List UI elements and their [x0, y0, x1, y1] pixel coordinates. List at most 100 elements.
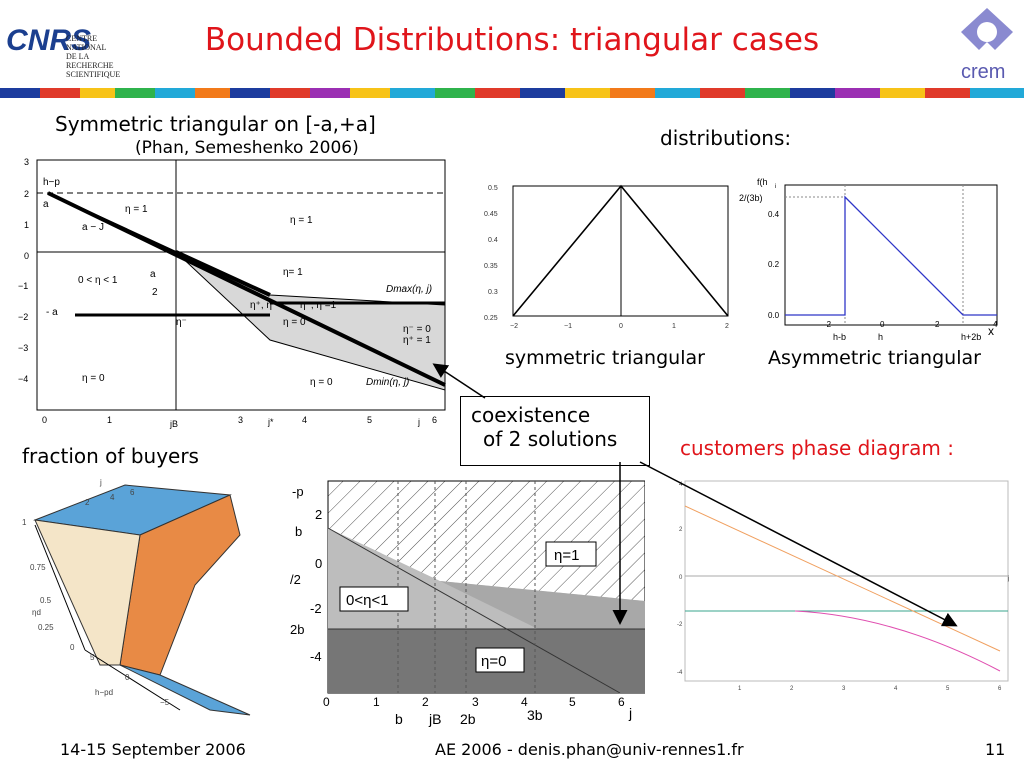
x-tick: 4 [302, 415, 307, 425]
x-tick: 5 [946, 686, 950, 692]
x-tick: 5 [90, 653, 95, 662]
x-tick: 4 [521, 695, 528, 709]
symmetric-citation: (Phan, Semeshenko 2006) [135, 138, 359, 158]
y-tick: 0.35 [484, 263, 498, 270]
right-phase-plot: 4 2 0 -2 -4 1 2 3 4 5 6 j [677, 480, 1009, 692]
y-tick: 2 [24, 189, 29, 199]
y-tick: -4 [310, 649, 322, 664]
asym-y-peak: 2/(3b) [739, 193, 763, 203]
y-tick: 0 [679, 575, 683, 581]
footer-date: 14-15 September 2006 [60, 740, 246, 759]
label: a [150, 269, 156, 280]
y-tick: 0.2 [768, 260, 780, 269]
x-tick: jB [169, 419, 178, 429]
x-tick: 6 [432, 415, 437, 425]
x-tick: 1 [738, 686, 742, 692]
symmetric-plot: 0.5 0.45 0.4 0.35 0.3 0.25 −2 −1 0 1 2 [484, 184, 729, 330]
symmetric-heading: Symmetric triangular on [-a,+a] [55, 112, 376, 136]
coexistence-line: coexistence [471, 403, 591, 427]
y-tick: 2 [679, 527, 683, 533]
x-mark: h+2b [961, 332, 981, 342]
x-tick: 6 [618, 695, 625, 709]
crem-wordmark: crem [961, 61, 1005, 83]
label: 0 < η < 1 [78, 275, 118, 286]
z-axis-label: ηd [32, 608, 41, 617]
cnrs-logo: CNRS CENTRE NATIONAL DE LA RECHERCHE SCI… [6, 14, 136, 79]
symmetric-label: symmetric triangular [505, 347, 705, 369]
x-tick: 5 [367, 415, 372, 425]
region-label: 0<η<1 [346, 592, 389, 609]
x-mark: jB [428, 711, 441, 727]
left-y-ticks: 3 2 1 0 −1 −2 −3 −4 [18, 157, 29, 384]
label: h−p [43, 177, 60, 188]
cnrs-logo-mark: CNRS [6, 24, 91, 57]
cnrs-caption: CENTRE NATIONAL DE LA RECHERCHE SCIENTIF… [66, 34, 136, 79]
center-x-ticks: 0 1 2 3 4 5 6 [323, 695, 625, 709]
y-tick: 0.5 [488, 185, 498, 192]
label: η⁻ = 0 [403, 324, 431, 335]
z-tick: 0.5 [40, 596, 52, 605]
asym-y-ticks: 0.4 0.2 0.0 [768, 210, 780, 320]
surface-labels: j 2 4 6 1 0.75 0.5 0.25 0 ηd h−pd 5 0 −5 [22, 478, 170, 707]
label: η = 0 [82, 373, 105, 384]
center-y-ticks: -p 2 b 0 /2 -2 2b -4 [290, 484, 322, 664]
x-axis-label: j [1007, 576, 1009, 582]
y-tick: −1 [18, 281, 28, 291]
label: 2 [152, 287, 158, 298]
y-tick: -p [292, 484, 304, 499]
cnrs-line: SCIENTIFIQUE [66, 70, 121, 79]
right-x-ticks: 1 2 3 4 5 6 j [738, 576, 1009, 692]
x-mark: h [878, 332, 883, 342]
y-tick: 0.3 [488, 289, 498, 296]
label: η⁺, η [250, 300, 272, 311]
x-mark: h-b [833, 332, 846, 342]
y-tick: 0.45 [484, 211, 498, 218]
x-tick: j* [267, 417, 274, 427]
y-tick: -4 [677, 670, 683, 676]
asym-x-marks: h-b h h+2b x [833, 324, 994, 342]
surface-bottom [119, 664, 251, 716]
y-tick: −2 [18, 312, 28, 322]
label: a [43, 199, 49, 210]
x-tick: −1 [564, 323, 572, 330]
left-phase-plot: 3 2 1 0 −1 −2 −3 −4 0 1 jB 3 j* 4 5 j 6 … [18, 157, 446, 429]
fraction-label: fraction of buyers [22, 444, 199, 468]
x-tick: 3 [472, 695, 479, 709]
x-tick: 0 [323, 695, 330, 709]
asym-y-title: f(h [757, 177, 768, 187]
axis-tick: 2 [85, 498, 90, 507]
x-tick: 3 [842, 686, 846, 692]
y-tick: 4 [679, 482, 683, 488]
asym-y-title-sub: i [775, 184, 776, 190]
page-title: Bounded Distributions: triangular cases [204, 22, 820, 58]
crem-logo: crem [955, 4, 1019, 84]
coexistence-callout: coexistence of 2 solutions [460, 396, 650, 466]
label: η = 1 [290, 215, 313, 226]
y-tick: 3 [24, 157, 29, 167]
right-y-ticks: 4 2 0 -2 -4 [677, 482, 683, 676]
axis-label: j [99, 478, 102, 487]
y-tick: 1 [24, 220, 29, 230]
label: η⁻, η =1 [300, 300, 337, 311]
x-tick: 4 [993, 320, 998, 329]
region-label: η=0 [481, 653, 506, 670]
y-tick: 0.25 [484, 315, 498, 322]
y-tick: 0.4 [768, 210, 780, 219]
x-tick: 2 [725, 323, 729, 330]
distributions-label: distributions: [660, 126, 792, 150]
center-x-marks: b jB 2b 3b j [395, 705, 632, 727]
cnrs-line: CENTRE NATIONAL [66, 34, 107, 52]
label: η⁺ = 1 [403, 335, 431, 346]
axis-tick: 6 [130, 488, 135, 497]
sym-y-ticks: 0.5 0.45 0.4 0.35 0.3 0.25 [484, 185, 498, 322]
y-tick: /2 [290, 572, 301, 587]
surface-plot: j 2 4 6 1 0.75 0.5 0.25 0 ηd h−pd 5 0 −5 [22, 478, 251, 716]
left-region-labels: h−p a a − J η = 1 η = 1 0 < η < 1 a 2 - … [43, 177, 432, 388]
x-mark: b [395, 711, 403, 727]
y-tick: 0.4 [488, 237, 498, 244]
x-tick: −2 [510, 323, 518, 330]
x-tick: −5 [160, 698, 170, 707]
x-tick: 4 [894, 686, 898, 692]
footer-page: 11 [985, 740, 1006, 759]
x-tick: 1 [107, 415, 112, 425]
